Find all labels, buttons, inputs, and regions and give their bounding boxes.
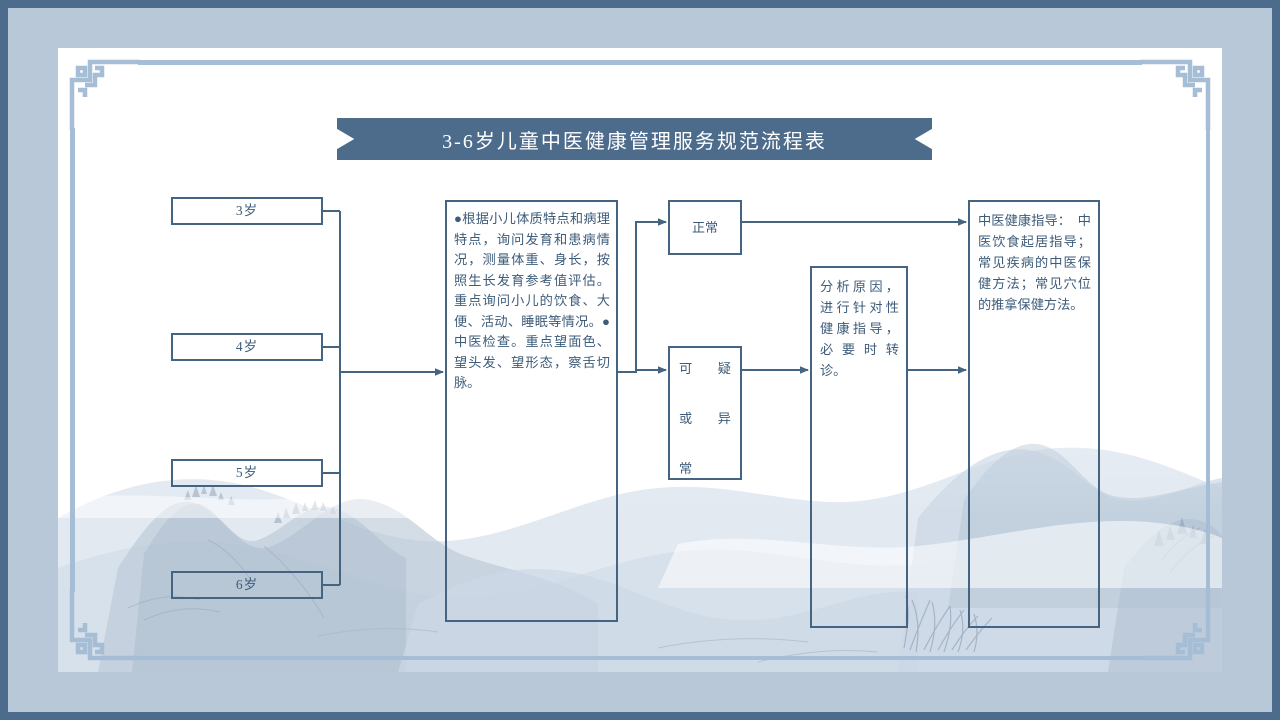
- analysis-box[interactable]: 分析原因，进行针对性健康指导，必要时转诊。: [810, 266, 908, 628]
- slide-title-banner: 3-6岁儿童中医健康管理服务规范流程表: [337, 118, 932, 160]
- result-abnormal-line-2: 或异: [679, 411, 731, 426]
- result-abnormal-box[interactable]: 可疑 或异 常: [668, 346, 742, 480]
- age-box-6-label: 6岁: [235, 577, 259, 593]
- assessment-text: ●根据小儿体质特点和病理特点，询问发育和患病情况，测量体重、身长，按照生长发育参…: [454, 211, 610, 390]
- age-box-5-label: 5岁: [235, 465, 259, 481]
- age-box-5[interactable]: 5岁: [171, 459, 323, 487]
- corner-ornament-top-right: [1140, 58, 1212, 130]
- age-box-4-label: 4岁: [235, 339, 259, 355]
- slide-canvas: 3-6岁儿童中医健康管理服务规范流程表 3岁 4岁 5岁 6岁 ●根据小儿体质特…: [58, 48, 1222, 672]
- frame-rule-top: [138, 60, 1142, 65]
- age-box-3-label: 3岁: [235, 203, 259, 219]
- age-box-6[interactable]: 6岁: [171, 571, 323, 599]
- frame-rule-left: [70, 128, 75, 592]
- age-box-3[interactable]: 3岁: [171, 197, 323, 225]
- frame-rule-right: [1205, 128, 1210, 592]
- result-normal-label: 正常: [691, 220, 718, 235]
- corner-ornament-top-left: [68, 58, 140, 130]
- frame-rule-bottom: [138, 655, 1142, 660]
- result-abnormal-text: 可疑 或异 常: [670, 348, 740, 506]
- result-normal-box[interactable]: 正常: [668, 200, 742, 255]
- analysis-text: 分析原因，进行针对性健康指导，必要时转诊。: [820, 279, 899, 378]
- age-box-4[interactable]: 4岁: [171, 333, 323, 361]
- corner-ornament-bottom-right: [1140, 590, 1212, 662]
- assessment-box[interactable]: ●根据小儿体质特点和病理特点，询问发育和患病情况，测量体重、身长，按照生长发育参…: [445, 200, 618, 622]
- guidance-box[interactable]: 中医健康指导： 中医饮食起居指导；常见疾病的中医保健方法；常见穴位的推拿保健方法…: [968, 200, 1100, 628]
- corner-ornament-bottom-left: [68, 590, 140, 662]
- result-abnormal-line-3: 常: [679, 461, 693, 476]
- guidance-text: 中医健康指导： 中医饮食起居指导；常见疾病的中医保健方法；常见穴位的推拿保健方法…: [978, 213, 1091, 312]
- result-abnormal-line-1: 可疑: [679, 361, 731, 376]
- page-title: 3-6岁儿童中医健康管理服务规范流程表: [442, 130, 827, 153]
